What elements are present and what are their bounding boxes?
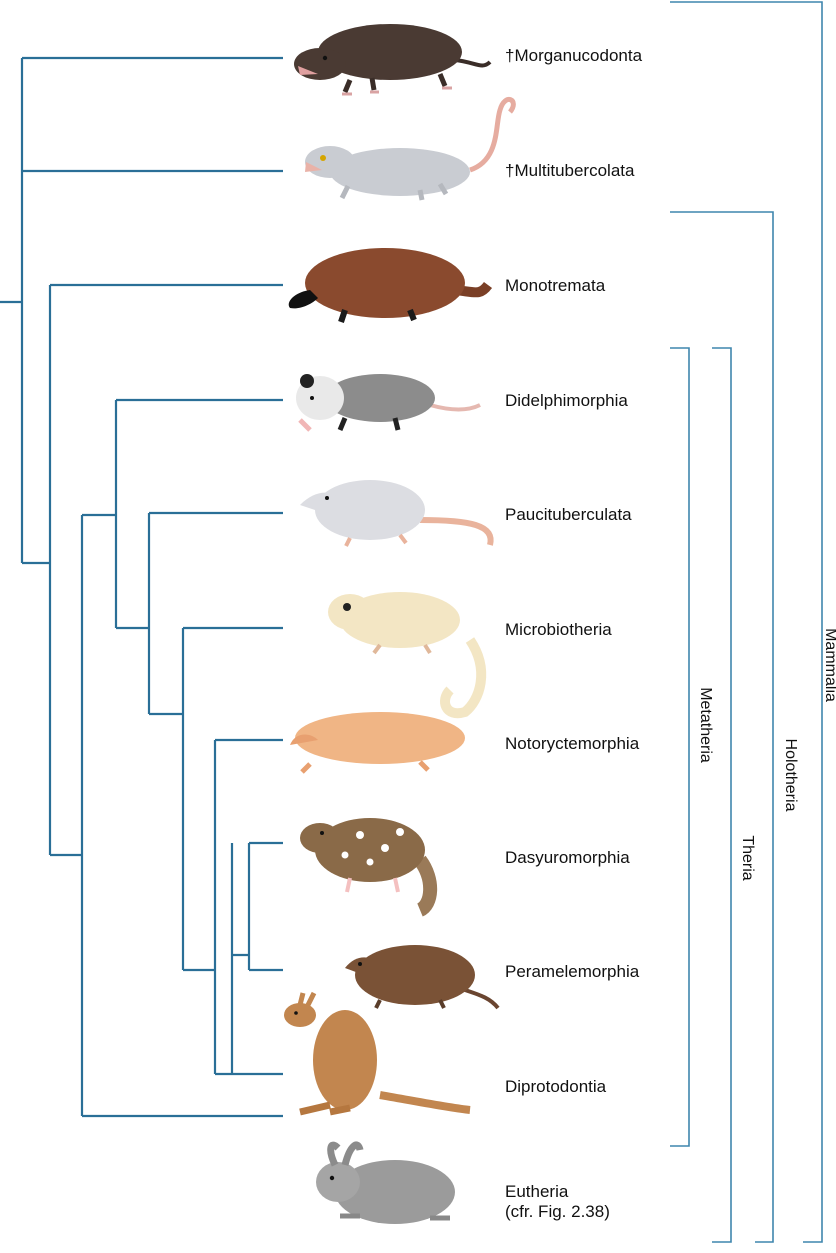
- clade-label-metatheria: Metatheria: [696, 687, 714, 763]
- animal-illustrations: [284, 24, 513, 1224]
- multituberculate-icon: [305, 99, 513, 200]
- quoll-icon: [300, 818, 430, 910]
- clade-brackets: [670, 2, 822, 1242]
- taxon-label-microbiotheria: Microbiotheria: [505, 620, 612, 640]
- taxon-name-eutheria: Eutheria: [505, 1182, 610, 1202]
- taxon-label-paucituberculata: Paucituberculata: [505, 505, 632, 525]
- monito-del-monte-icon: [328, 592, 481, 713]
- bracket-metatheria: [670, 348, 689, 1146]
- platypus-icon: [289, 248, 488, 322]
- taxon-label-notoryctemorphia: Notoryctemorphia: [505, 734, 639, 754]
- bracket-theria: [712, 348, 731, 1242]
- taxon-label-dasyuromorphia: Dasyuromorphia: [505, 848, 630, 868]
- taxon-label-morganucodonta: †Morganucodonta: [505, 46, 642, 66]
- taxon-label-multitubercolata: †Multitubercolata: [505, 161, 634, 181]
- morganucodon-icon: [294, 24, 490, 94]
- bracket-mammalia: [670, 2, 822, 1242]
- taxon-label-didelphimorphia: Didelphimorphia: [505, 391, 628, 411]
- taxon-label-monotremata: Monotremata: [505, 276, 605, 296]
- opossum-icon: [296, 374, 480, 430]
- clade-label-holotheria: Holotheria: [781, 739, 799, 812]
- bracket-holotheria: [670, 212, 773, 1242]
- taxon-label-peramelemorphia: Peramelemorphia: [505, 962, 639, 982]
- taxon-label-eutheria: Eutheria (cfr. Fig. 2.38): [505, 1182, 610, 1222]
- rabbit-icon: [316, 1145, 455, 1224]
- clade-label-mammalia: Mammalia: [821, 628, 836, 702]
- tree-branches: [0, 58, 283, 1116]
- shrew-opossum-icon: [300, 480, 491, 546]
- bandicoot-icon: [345, 945, 498, 1008]
- taxon-note-eutheria: (cfr. Fig. 2.38): [505, 1202, 610, 1222]
- taxon-label-diprotodontia: Diprotodontia: [505, 1077, 606, 1097]
- marsupial-mole-icon: [290, 712, 465, 772]
- clade-label-theria: Theria: [738, 835, 756, 880]
- kangaroo-icon: [284, 993, 470, 1112]
